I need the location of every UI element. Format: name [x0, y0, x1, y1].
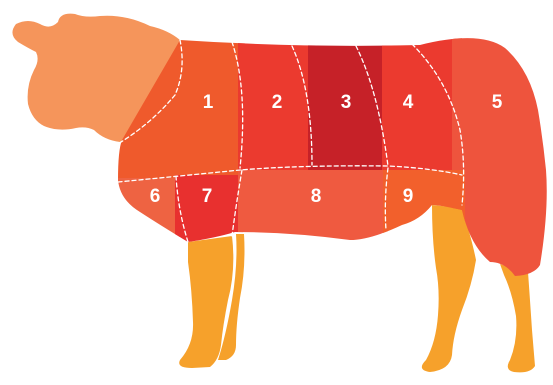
cut-label-1: 1: [203, 92, 214, 113]
cut-region-8: [238, 170, 388, 260]
cut-label-4: 4: [403, 92, 414, 113]
cut-region-6: [100, 178, 180, 258]
hind-left-leg: [422, 205, 476, 372]
cut-label-9: 9: [403, 186, 414, 207]
cut-label-6: 6: [150, 186, 161, 207]
hind-right-leg: [500, 264, 535, 372]
cut-label-3: 3: [341, 92, 352, 113]
cut-label-8: 8: [311, 186, 322, 207]
cut-region-4: [382, 20, 462, 182]
cut-label-2: 2: [272, 92, 283, 113]
cut-label-7: 7: [202, 186, 213, 207]
cut-label-5: 5: [492, 92, 503, 113]
